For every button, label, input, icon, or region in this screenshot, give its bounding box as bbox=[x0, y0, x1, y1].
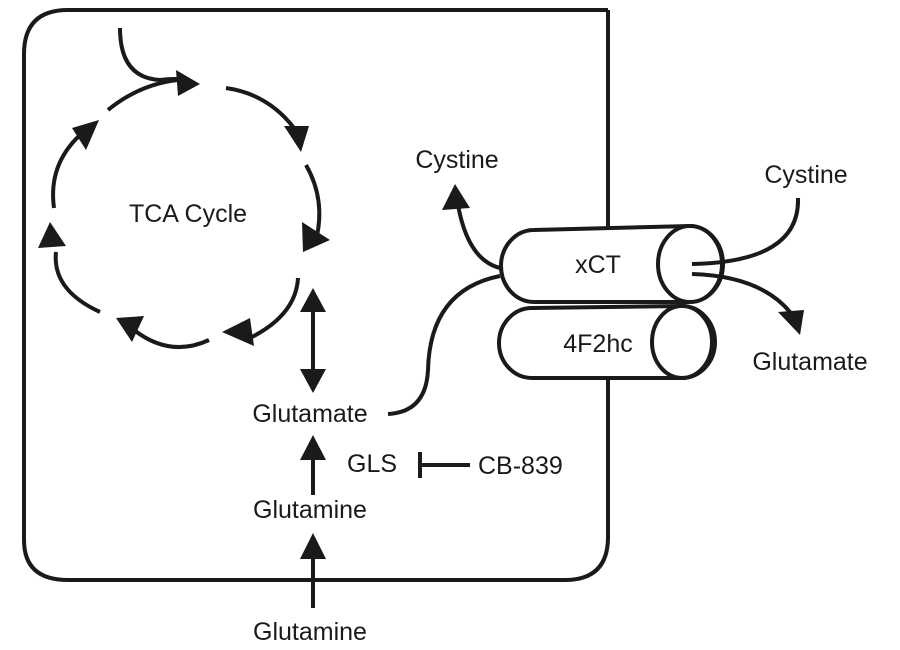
cb839-label: CB-839 bbox=[478, 452, 563, 480]
glutamate-intracellular-label: Glutamate bbox=[252, 400, 367, 428]
cystine-arrow-head bbox=[442, 184, 470, 210]
transporter-4f2hc: 4F2hc bbox=[497, 303, 717, 380]
gls-label: GLS bbox=[347, 450, 397, 478]
transporter-xct: xCT bbox=[499, 223, 725, 304]
cystine-extracellular-label: Cystine bbox=[764, 161, 847, 189]
glutamine-to-glutamate-arrow bbox=[300, 435, 326, 495]
tca-cycle-label: TCA Cycle bbox=[129, 200, 247, 228]
glutamine-extracellular-label: Glutamine bbox=[253, 618, 367, 646]
xct-label: xCT bbox=[575, 251, 621, 279]
glutamate-export-path bbox=[387, 274, 501, 416]
tca-arc-5 bbox=[53, 251, 101, 314]
cystine-import-path bbox=[456, 204, 501, 270]
glutamate-arrow-head bbox=[778, 310, 804, 335]
glutamate-tca-bidirectional-arrow bbox=[300, 288, 326, 393]
tca-input-arrow bbox=[118, 27, 187, 83]
cell-membrane bbox=[22, 8, 610, 582]
arrow-head bbox=[38, 222, 66, 248]
glutamine-intracellular-label: Glutamine bbox=[253, 496, 367, 524]
arrow-head bbox=[72, 120, 99, 150]
tca-arc-4 bbox=[132, 328, 210, 350]
arrow-head bbox=[284, 126, 309, 152]
glutamate-release-path bbox=[691, 272, 792, 314]
tca-arc-1 bbox=[225, 86, 296, 130]
glutamate-extracellular-label: Glutamate bbox=[752, 348, 867, 376]
cb839-inhibition-bar bbox=[418, 452, 470, 478]
tca-arc-3 bbox=[249, 277, 300, 340]
cystine-uptake-path bbox=[691, 197, 801, 266]
arrow-head bbox=[176, 70, 200, 96]
arrow-head bbox=[222, 318, 254, 346]
tca-cycle: TCA Cycle bbox=[38, 27, 330, 350]
tca-arc-7 bbox=[106, 78, 179, 112]
glutamine-import-arrow bbox=[300, 533, 326, 608]
arrow-head bbox=[302, 222, 330, 252]
tca-arc-6 bbox=[51, 133, 82, 209]
arrow-head bbox=[116, 316, 144, 342]
cystine-intracellular-label: Cystine bbox=[415, 146, 498, 174]
4f2hc-label: 4F2hc bbox=[563, 330, 632, 358]
